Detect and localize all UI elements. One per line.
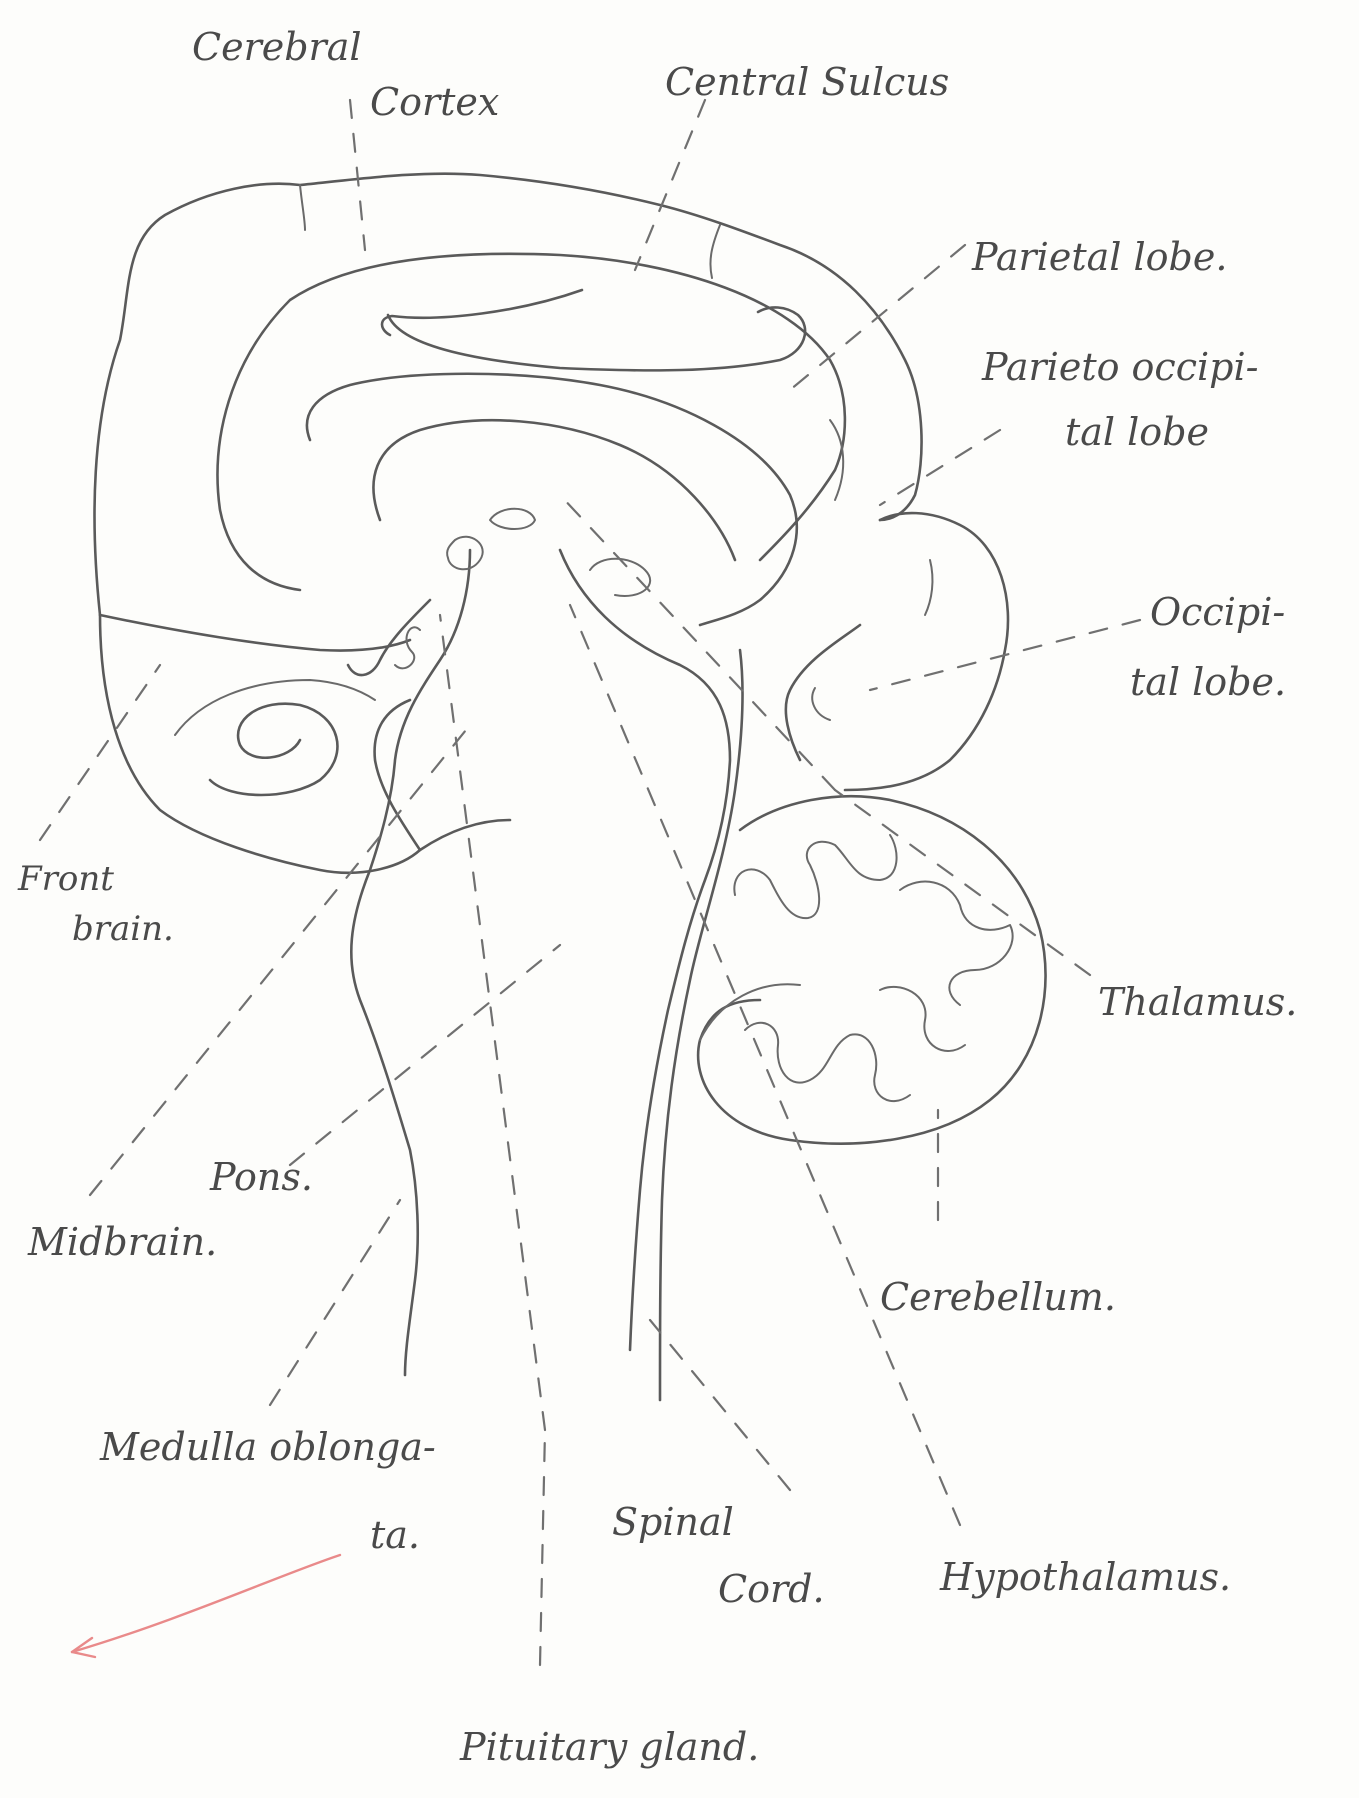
label-cerebellum: Cerebellum. xyxy=(880,1275,1116,1319)
temporal-spiral xyxy=(210,704,337,795)
red-pen-arrow xyxy=(72,1555,340,1652)
pineal-blob xyxy=(490,509,535,529)
frontal-base-line xyxy=(100,615,410,651)
cortex-notch xyxy=(300,185,305,230)
leader-pituitary-2 xyxy=(440,615,545,1430)
cortex-notch-2 xyxy=(710,225,720,278)
label-front-line2: brain. xyxy=(72,909,174,949)
label-spinal-line1: Spinal xyxy=(612,1500,734,1544)
leader-pons xyxy=(290,945,560,1165)
cerebellum-folia-3 xyxy=(745,1023,910,1101)
parietal-sulcus xyxy=(830,420,843,500)
label-midbrain: Midbrain. xyxy=(27,1220,217,1264)
leader-central-sulcus xyxy=(635,100,705,270)
leader-occipital-lobe xyxy=(870,620,1140,690)
label-pituitary: Pituitary gland. xyxy=(459,1725,759,1769)
cerebellum-outline xyxy=(698,796,1045,1143)
temporal-lobe-outline xyxy=(100,615,420,873)
label-cerebral-line1: Cerebral xyxy=(192,25,362,69)
cerebellum-folia-2 xyxy=(900,882,1013,1005)
label-spinal-line2: Cord. xyxy=(718,1567,825,1611)
leader-parieto-occipital xyxy=(880,430,1000,505)
label-parietal-lobe: Parietal lobe. xyxy=(971,235,1227,279)
label-hypothalamus: Hypothalamus. xyxy=(939,1555,1231,1599)
cerebrum-outline xyxy=(95,174,922,615)
label-cerebral-line2: Cortex xyxy=(370,80,499,124)
label-occipital-line2: tal lobe. xyxy=(1130,660,1286,704)
leader-medulla xyxy=(270,1200,400,1405)
leader-parietal-lobe xyxy=(790,245,965,390)
label-pons: Pons. xyxy=(209,1155,313,1199)
leader-pituitary xyxy=(540,1430,545,1665)
label-parieto-line2: tal lobe xyxy=(1065,410,1209,454)
brainstem-right xyxy=(560,550,730,1350)
corpus-callosum-inner xyxy=(373,420,735,560)
corpus-callosum-outer xyxy=(307,374,797,625)
leader-thalamus xyxy=(835,790,1090,975)
label-thalamus: Thalamus. xyxy=(1098,980,1297,1024)
occipital-outline xyxy=(845,513,1008,790)
label-central-sulcus: Central Sulcus xyxy=(665,60,949,104)
pons-bulge xyxy=(420,820,510,850)
leader-cerebral-cortex xyxy=(350,100,365,250)
callosal-sulcus xyxy=(382,290,582,335)
occipital-gyrus xyxy=(786,625,860,760)
label-front-line1: Front xyxy=(17,859,114,899)
thalamic-loop xyxy=(590,559,650,596)
label-parieto-line1: Parieto occipi- xyxy=(981,345,1258,389)
label-medulla-line2: ta. xyxy=(370,1513,420,1557)
leader-spinal-cord xyxy=(650,1320,790,1490)
label-medulla-line1: Medulla oblonga- xyxy=(99,1425,436,1469)
callosum-curl xyxy=(348,600,430,675)
mammillary-blob xyxy=(447,537,483,570)
occipital-gyrus-2 xyxy=(925,560,932,615)
cerebellum-arbor xyxy=(700,984,800,1040)
occipital-inner-curve xyxy=(812,688,830,720)
label-occipital-line1: Occipi- xyxy=(1150,590,1285,634)
cerebellum-folia-1 xyxy=(734,835,896,918)
temporal-spiral-2 xyxy=(175,680,375,735)
leader-hypothalamus xyxy=(570,605,960,1525)
leader-front-brain xyxy=(40,665,160,840)
